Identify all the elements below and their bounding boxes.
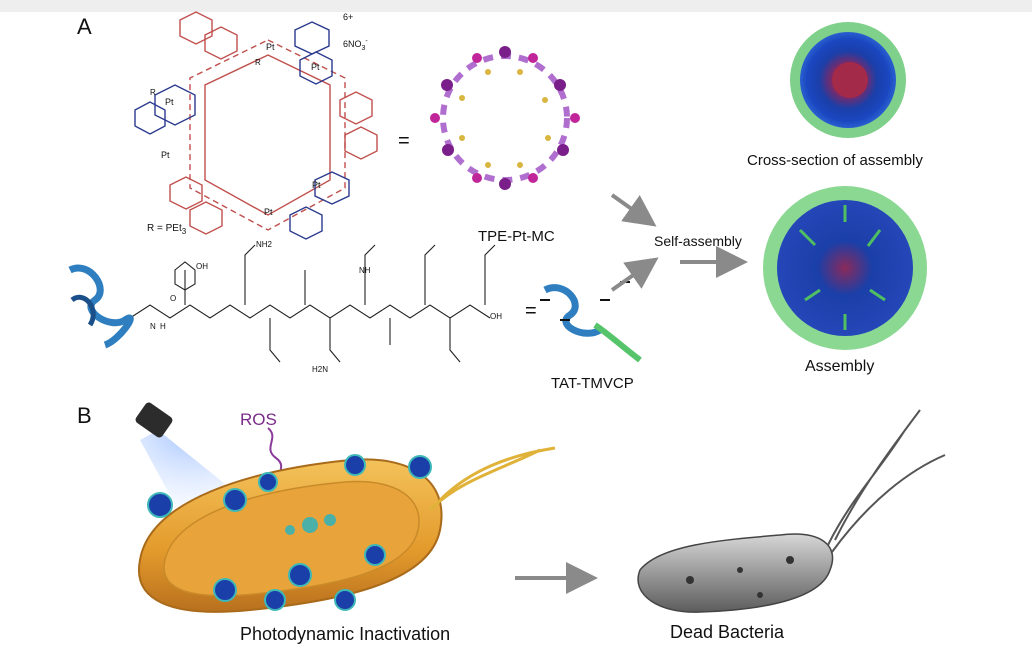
peptide-group-1: NH2 — [256, 240, 273, 249]
peptide-group-0: OH — [196, 262, 208, 271]
protein-helix-left — [68, 264, 134, 349]
counterion-label: 6NO3- — [343, 38, 368, 52]
peptide-model — [540, 281, 642, 363]
dead-bacterium — [637, 409, 946, 613]
metallacycle-name: TPE-Pt-MC — [478, 228, 555, 245]
charge-label: 6+ — [343, 12, 354, 22]
pt-label-5: Pt — [311, 62, 320, 72]
pt-label-1: Pt — [165, 97, 174, 107]
r-label-1: R — [255, 58, 261, 67]
peptide-group-7: OH — [490, 312, 502, 321]
equals-sign-1: = — [398, 130, 410, 152]
peptide-group-3: NH — [359, 266, 371, 275]
peptide-structure — [129, 244, 496, 363]
peptide-group-6: O — [170, 294, 177, 303]
self-assembly-label: Self-assembly — [654, 233, 742, 249]
r-label-2: R — [150, 88, 156, 97]
bacterium — [137, 446, 556, 613]
assembly-sphere — [763, 186, 927, 350]
photodynamic-label: Photodynamic Inactivation — [240, 624, 451, 644]
ros-label: ROS — [240, 410, 277, 429]
pt-label-4: Pt — [264, 207, 273, 217]
equals-sign-2: = — [525, 300, 537, 322]
panel-label-a: A — [77, 14, 92, 39]
peptide-group-4: N — [150, 322, 156, 331]
dead-bacteria-label: Dead Bacteria — [670, 622, 785, 642]
cross-section-sphere — [790, 22, 906, 138]
panel-label-b: B — [77, 403, 92, 428]
arrows-panel-a — [610, 193, 748, 292]
top-bar — [0, 0, 1032, 12]
peptide-name: TAT-TMVCP — [551, 375, 634, 392]
pt-label-3: Pt — [312, 180, 321, 190]
assembly-label: Assembly — [805, 358, 875, 375]
peptide-group-5: H — [160, 322, 166, 331]
pt-label-6: Pt — [161, 150, 170, 160]
peptide-group-2: H2N — [312, 365, 329, 374]
cross-section-label: Cross-section of assembly — [747, 152, 923, 169]
metallacycle-structure — [134, 11, 378, 240]
metallacycle-model — [430, 46, 580, 190]
r-definition: R = PEt3 — [147, 223, 187, 236]
pt-label-2: Pt — [266, 42, 275, 52]
